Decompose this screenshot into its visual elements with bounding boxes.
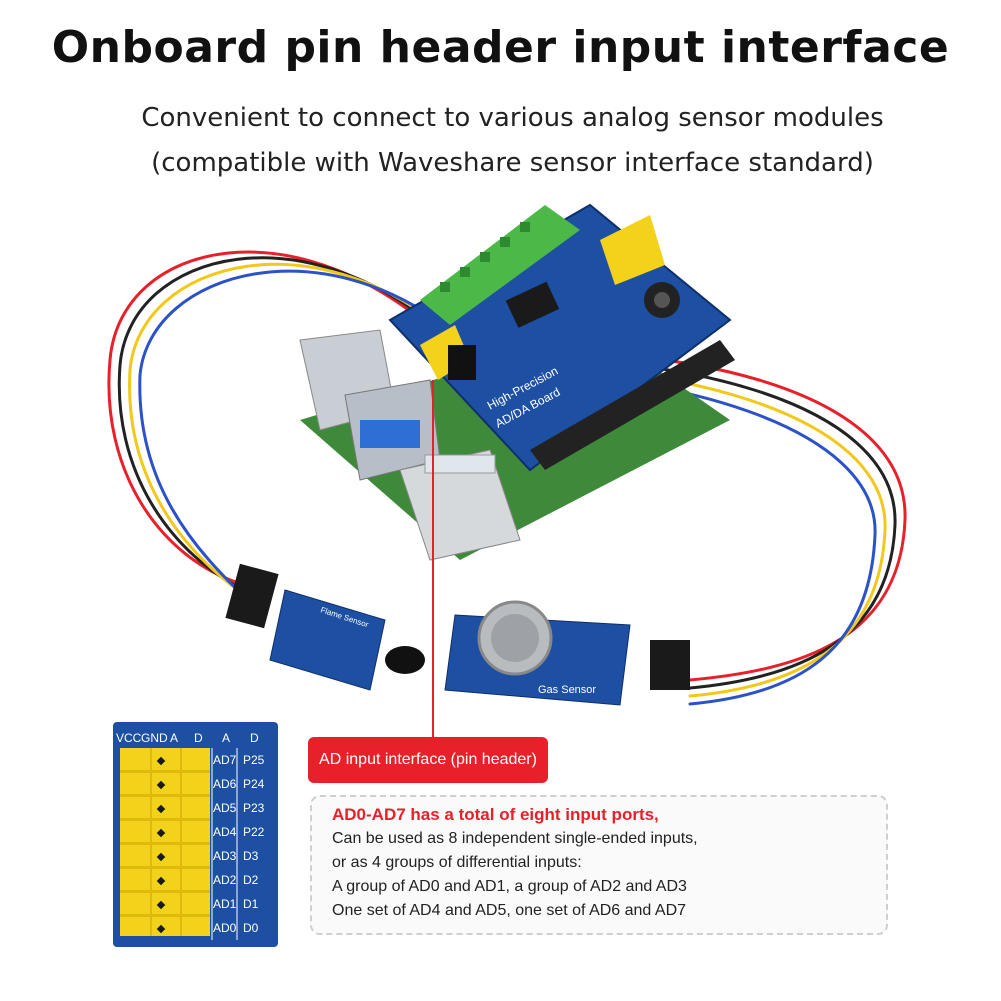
flame-sensor-module: Flame Sensor <box>225 563 425 691</box>
page-title: Onboard pin header input interface <box>51 22 950 73</box>
info-line: or as 4 groups of differential inputs: <box>332 854 582 871</box>
d-label-2: P23 <box>243 801 265 815</box>
a-label-6: AD1 <box>213 897 237 911</box>
col-header-vcc: VCC <box>116 731 142 745</box>
a-label-7: AD0 <box>213 921 237 935</box>
pin-header-closeup: VCC GND A D A D AD7 AD6 AD5 <box>113 722 278 947</box>
col-header-d1: D <box>194 731 203 745</box>
d-label-1: P24 <box>243 777 265 791</box>
col-header-d2: D <box>250 731 259 745</box>
d-label-4: D3 <box>243 849 259 863</box>
d-label-6: D1 <box>243 897 259 911</box>
subtitle-line-2: (compatible with Waveshare sensor interf… <box>151 148 874 178</box>
info-line: Can be used as 8 independent single-ende… <box>332 830 698 847</box>
col-header-a1: A <box>170 731 178 745</box>
gas-sensor-label: Gas Sensor <box>538 684 596 696</box>
d-label-5: D2 <box>243 873 259 887</box>
ad-input-callout: AD input interface (pin header) <box>308 737 548 783</box>
d-label-7: D0 <box>243 921 259 935</box>
d-label-3: P22 <box>243 825 265 839</box>
a-label-2: AD5 <box>213 801 237 815</box>
info-line: A group of AD0 and AD1, a group of AD2 a… <box>332 878 687 895</box>
a-label-3: AD4 <box>213 825 237 839</box>
subtitle-line-1: Convenient to connect to various analog … <box>141 103 884 133</box>
info-headline: AD0-AD7 has a total of eight input ports… <box>332 805 659 824</box>
a-label-5: AD2 <box>213 873 237 887</box>
col-header-a2: A <box>222 731 230 745</box>
info-line: One set of AD4 and AD5, one set of AD6 a… <box>332 902 687 919</box>
d-label-0: P25 <box>243 753 265 767</box>
ad-info-box: AD0-AD7 has a total of eight input ports… <box>310 795 888 935</box>
a-label-4: AD3 <box>213 849 237 863</box>
adda-hat-board: High-Precision AD/DA Board <box>388 203 735 472</box>
col-header-gnd: GND <box>141 731 168 745</box>
a-label-1: AD6 <box>213 777 237 791</box>
a-label-0: AD7 <box>213 753 237 767</box>
gas-sensor-module: Gas Sensor <box>444 600 690 706</box>
